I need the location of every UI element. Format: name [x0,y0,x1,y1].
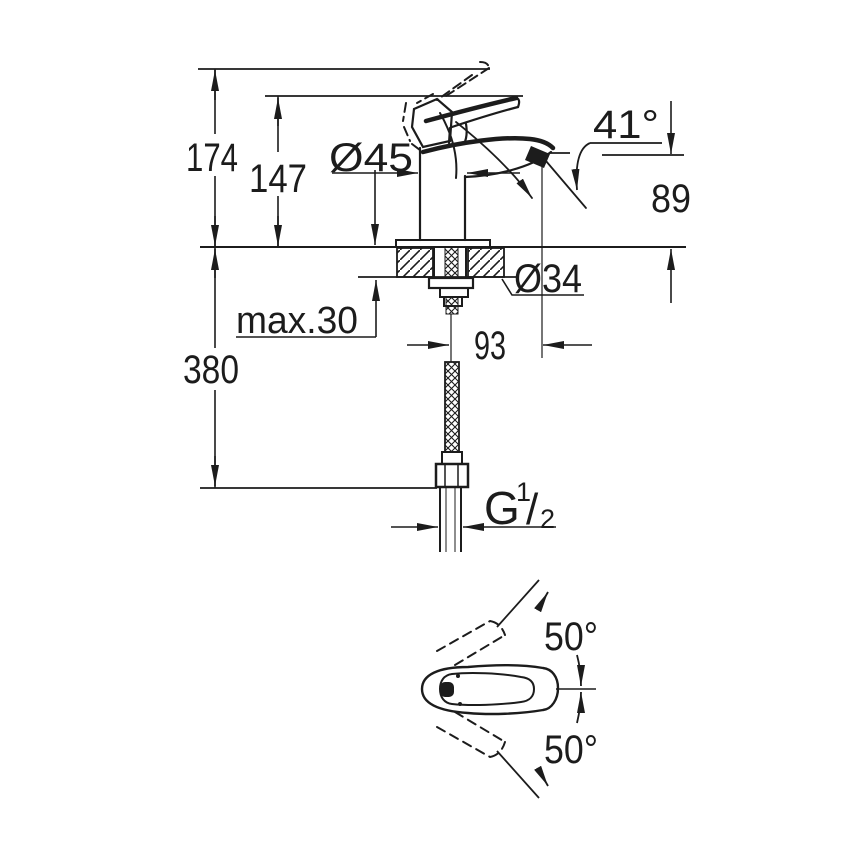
swing-lower-label-bg [543,732,600,767]
handle-plan-solid [420,664,560,716]
dim-41-label: 41° [593,103,659,147]
spout [420,121,587,209]
dim-147 [248,96,308,247]
lever-blade-top [423,95,519,124]
thread-numerator: 1 [516,477,531,507]
front-view [183,61,686,552]
handle-plan-inner-outline [439,672,535,707]
dim-d34 [501,278,584,296]
swing-upper-outer-arrow [534,591,549,613]
dim-147-label: 147 [249,157,307,201]
swing-lower-reference-line [496,750,540,799]
swing-upper-arc-arrow [576,654,585,687]
swing-upper-reference-line [496,579,540,628]
dim-174-label-bg [185,134,239,176]
counter-hatch-left [396,247,434,278]
connection-pipe-inner [445,487,456,552]
thread-letter: G [484,482,520,534]
washer [439,287,469,298]
dashed-lever-edge-1 [445,67,490,97]
mounting-nut [427,276,475,290]
dim-d34-label: Ø34 [514,257,582,301]
dashed-knob-top [416,93,434,104]
handle-dashed-lower [436,711,506,758]
dim-d34-leader [501,278,584,296]
swing-angle-annotation [496,579,596,799]
spout-top-edge [420,135,556,155]
hose-collar [441,451,463,465]
lever-blade-underside [450,105,520,129]
handle-plan-dashed-positions [436,620,506,758]
swing-upper-label-bg [543,619,600,654]
counter-hatch-right [467,247,505,278]
dim-380-label-bg [183,348,239,390]
swing-lower-label: 50° [544,728,598,772]
dashed-lever-tip [479,61,490,70]
handle-dashed-upper [436,620,506,666]
spray-direction-line [545,160,587,209]
swing-lower-outer-arrow [534,765,549,787]
handle-plan-outline [420,664,560,716]
thread-slash: / [526,485,539,534]
dim-93-label: 93 [474,324,506,368]
dim-max30 [236,170,380,338]
dim-174 [185,69,239,247]
handle-dot-lower [458,702,462,706]
supply-hose [434,361,470,552]
dim-d45-label: Ø45 [329,136,413,180]
thread-denominator: 2 [540,504,555,534]
connection-pipe-walls [439,487,462,552]
top-view [420,579,596,799]
faucet-body [395,112,491,248]
dim-g12-label: G 1 / 2 [484,477,555,534]
shank-thread-lower [445,296,459,315]
dashed-knob-back [402,102,421,151]
mounting-hardware [427,246,475,315]
dim-41 [571,142,591,191]
swing-upper-label: 50° [544,615,598,659]
dim-174-label: 174 [186,136,238,180]
hose-hex-nut [434,462,470,489]
shank-thread-texture [444,246,459,279]
hex-nut-facets [444,464,459,487]
dim-380-label: 380 [183,348,239,392]
handle-dashed-raised [402,61,490,151]
swing-lower-arc-arrow [576,691,585,724]
braided-hose [444,361,460,453]
lever-tip [514,96,521,109]
dashed-lever-edge-2 [436,74,473,101]
aerator [525,146,550,168]
base-flange [395,239,491,248]
handle-swing-arc [455,121,533,199]
dim-max30-label: max.30 [236,300,358,342]
handle-logo-mark [440,682,454,697]
lever-neck-left [447,126,452,145]
dim-89-label: 89 [651,177,691,221]
handle-dot-upper [456,674,460,678]
dim-147-label-bg [248,152,308,196]
dim-380 [183,247,239,488]
dim-41-leader-arc [571,142,591,191]
